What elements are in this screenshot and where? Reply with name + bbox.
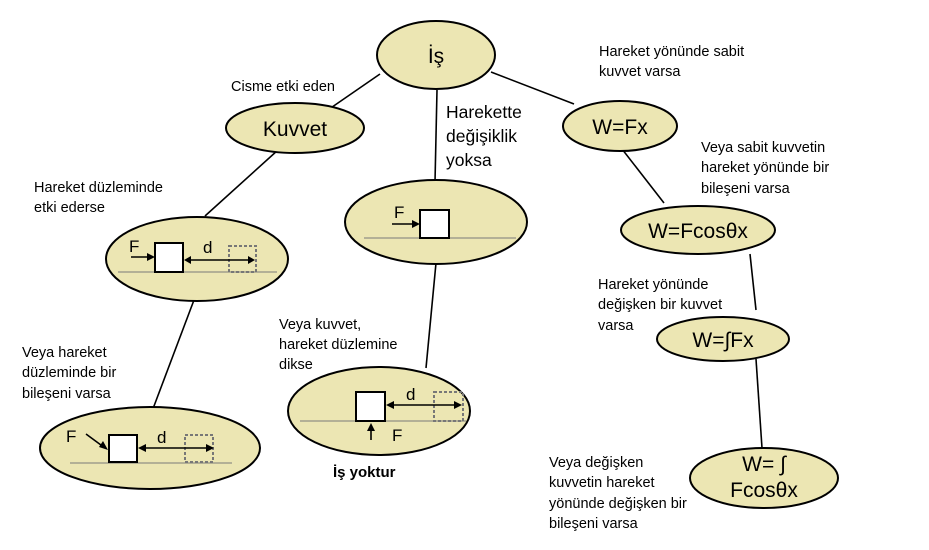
svg-text:etki ederse: etki ederse [34,200,105,216]
label-hareket-duzleminde: Hareket düzleminde etki ederse [34,180,163,216]
label-cisme-etki-eden: Cisme etki eden [231,79,335,95]
svg-text:dikse: dikse [279,357,313,373]
illustration-force-in-plane: F d [105,216,289,302]
illustration-no-motion: F [344,179,528,265]
node-wfx-label: W=Fx [592,116,648,139]
node-is [376,20,496,90]
node-wfx [562,100,678,152]
node-wintfx [656,316,790,362]
force-symbol: F [129,237,139,256]
edge-nochange-perpendicular [425,262,437,369]
svg-text:varsa: varsa [598,318,634,334]
distance-symbol: d [157,428,166,447]
edge-plane-component [150,299,195,415]
svg-text:yoksa: yoksa [446,150,492,170]
label-hareket-yonunde-sabit: Hareket yönünde sabit kuvvet varsa [599,44,744,80]
block-icon [154,242,184,273]
svg-text:bileşeni varsa: bileşeni varsa [701,181,791,197]
force-symbol: F [66,427,76,446]
label-veya-kuvvet-dikse: Veya kuvvet, hareket düzlemine dikse [279,317,398,373]
svg-text:değişken bir kuvvet: değişken bir kuvvet [598,297,722,313]
force-symbol: F [392,426,402,445]
svg-text:yönünde değişken bir: yönünde değişken bir [549,496,687,512]
illustration-force-perpendicular: d F [287,366,471,456]
block-icon [108,434,138,463]
svg-text:Hareket yönünde sabit: Hareket yönünde sabit [599,44,744,60]
svg-text:hareket düzlemine: hareket düzlemine [279,337,398,353]
svg-text:kuvvetin hareket: kuvvetin hareket [549,475,655,491]
svg-text:kuvvet varsa: kuvvet varsa [599,64,681,80]
edge-kuvvet-plane [204,149,279,217]
label-harekette-degisiklik-yoksa: Harekette değişiklik yoksa [446,102,522,170]
svg-text:Veya kuvvet,: Veya kuvvet, [279,317,361,333]
svg-text:bileşeni varsa: bileşeni varsa [22,386,112,402]
svg-text:Veya değişken: Veya değişken [549,455,643,471]
force-symbol: F [394,203,404,222]
edge-wfcos-wint [749,253,757,311]
block-icon [419,209,450,239]
label-veya-hareket-duzleminde: Veya hareket düzleminde bir bileşeni var… [22,345,116,402]
block-icon [355,391,386,422]
distance-symbol: d [203,238,212,257]
edge-is-wfx [490,71,575,105]
svg-text:değişiklik: değişiklik [446,126,517,146]
node-is-label: İş [428,45,444,68]
node-wfcos [620,205,776,255]
svg-text:hareket yönünde bir: hareket yönünde bir [701,160,829,176]
node-wintfcos [689,447,839,509]
node-kuvvet [225,102,365,154]
node-kuvvet-label: Kuvvet [263,118,327,141]
node-wintfx-label: W=∫Fx [692,329,754,352]
node-wintfcos-label-2: Fcosθx [730,479,798,502]
svg-text:Harekette: Harekette [446,102,522,122]
node-wfcos-label: W=Fcosθx [648,220,748,243]
result-is-yoktur: İş yoktur [333,464,396,481]
label-veya-sabit-kuvvetin: Veya sabit kuvvetin hareket yönünde bir … [701,140,829,197]
svg-text:Veya sabit kuvvetin: Veya sabit kuvvetin [701,140,825,156]
moved-block-icon [228,245,257,273]
node-wintfcos-label-1: W= ∫ [742,453,787,476]
moved-block-icon [433,391,464,422]
svg-text:Veya hareket: Veya hareket [22,345,107,361]
edge-is-nochange [434,89,438,183]
label-hareket-yonunde-degisken: Hareket yönünde değişken bir kuvvet vars… [598,277,722,334]
svg-text:düzleminde bir: düzleminde bir [22,365,116,381]
svg-text:Hareket yönünde: Hareket yönünde [598,277,708,293]
edge-wfx-wfcos [621,148,665,204]
label-veya-degisken-kuvvetin: Veya değişken kuvvetin hareket yönünde d… [549,455,687,532]
svg-text:bileşeni varsa: bileşeni varsa [549,516,639,532]
edge-wint-wintcos [755,358,763,449]
illustration-force-component: F d [39,406,261,490]
distance-symbol: d [406,385,415,404]
svg-text:Hareket düzleminde: Hareket düzleminde [34,180,163,196]
